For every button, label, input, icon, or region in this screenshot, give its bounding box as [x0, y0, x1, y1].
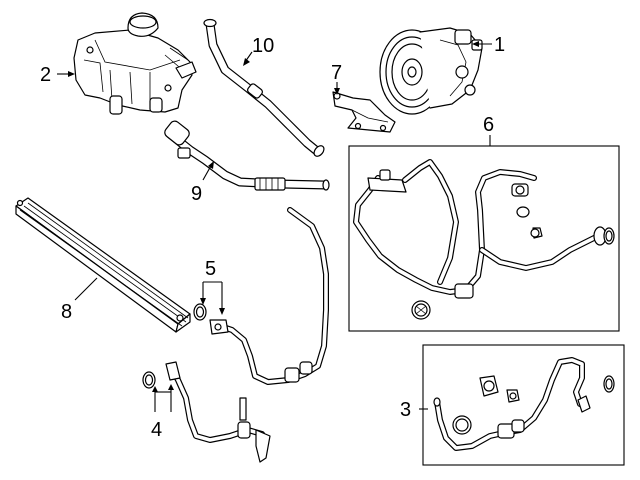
cooler-line-icon[interactable]: [209, 207, 329, 385]
pressure-hose-kit-icon[interactable]: [353, 159, 615, 320]
fluid-reservoir-icon[interactable]: [73, 12, 197, 115]
callout-3: 3: [400, 399, 411, 421]
pressure-hose-kit-frame: [348, 145, 620, 332]
leader-lines: [57, 41, 492, 412]
callout-4: 4: [151, 419, 162, 441]
callout-9: 9: [191, 183, 202, 205]
callout-8: 8: [61, 301, 72, 323]
callout-7: 7: [331, 62, 342, 84]
callout-1: 1: [494, 34, 505, 56]
power-steering-pump-icon[interactable]: [379, 27, 483, 115]
callout-2: 2: [40, 64, 51, 86]
suction-hose-icon[interactable]: [163, 119, 330, 191]
cooler-line-fitting-icon[interactable]: [142, 361, 271, 463]
return-line-kit-icon[interactable]: [433, 357, 615, 451]
return-hose-icon[interactable]: [203, 18, 326, 159]
cooler-line-fitting-icon[interactable]: [193, 303, 207, 321]
oil-cooler-icon[interactable]: [15, 197, 191, 333]
mounting-bracket-icon[interactable]: [332, 91, 396, 133]
callout-5: 5: [205, 258, 216, 280]
callout-10: 10: [252, 35, 274, 57]
return-line-kit-frame: [422, 344, 625, 466]
callout-6: 6: [483, 114, 494, 136]
